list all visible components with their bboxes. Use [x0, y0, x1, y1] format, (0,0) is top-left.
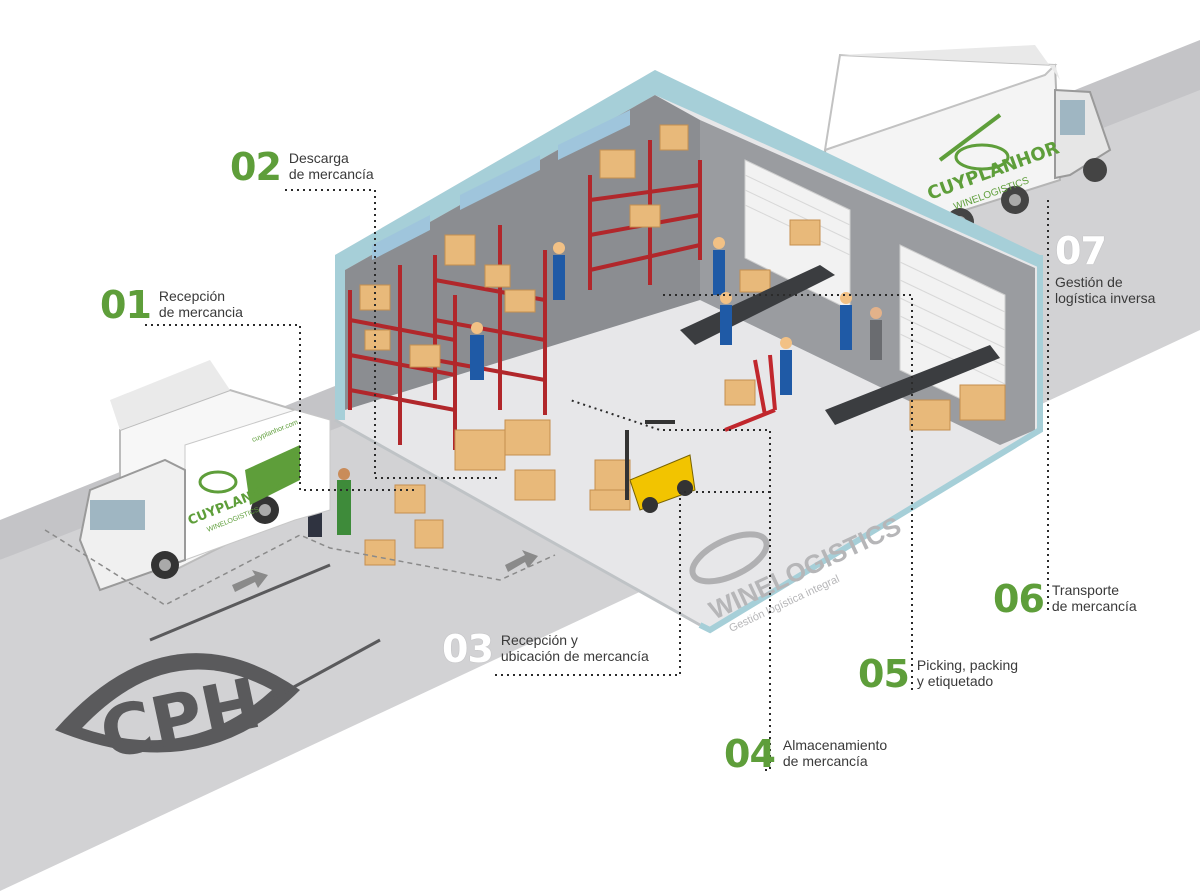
step-number: 01: [100, 283, 152, 327]
wall-left: [335, 70, 655, 420]
step-number: 02: [230, 145, 282, 189]
cardboard-boxes: [359, 124, 1006, 566]
step-number: 06: [993, 577, 1045, 621]
step-number: 03: [442, 627, 494, 671]
step-number: 05: [858, 652, 910, 696]
connector-04: [569, 399, 771, 771]
wall-windows: [372, 110, 630, 260]
connector-03: [495, 491, 770, 676]
connector-lines: [145, 189, 1049, 771]
forklift: [625, 420, 696, 513]
truck-right: CUYPLANHOR WINELOGISTICS: [823, 45, 1112, 242]
step-number: 04: [724, 732, 776, 776]
truck-left: CUYPLANHOR WINELOGISTICS cuyplanhor.com: [78, 360, 331, 592]
truck-parking-outline: [44, 529, 556, 606]
step-number: 07: [1055, 229, 1107, 273]
pallet-jack: [724, 354, 777, 432]
conveyor-belts: [680, 265, 1000, 425]
connector-02: [285, 189, 500, 479]
